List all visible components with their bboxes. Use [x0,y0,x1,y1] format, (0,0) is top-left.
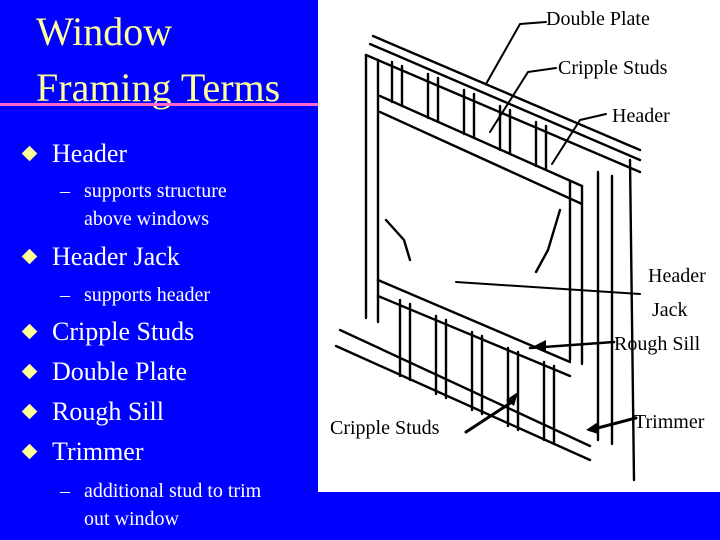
label-double-plate: Double Plate [546,8,650,30]
bottom-plate-line-1 [338,328,592,448]
bullet-list: Header – supports structure above window… [0,0,318,540]
bullet-header-jack-label: Header Jack [52,242,180,271]
bullet-trimmer-label: Trimmer [52,437,144,466]
arrowhead-rough-sill [534,340,546,352]
bullet-header: Header [21,139,128,169]
double-plate-line-2 [371,34,642,152]
label-cripple-studs-bottom: Cripple Studs [330,417,440,439]
leader-cripple-studs-bottom [464,400,514,434]
bullet-cripple-studs-label: Cripple Studs [52,317,195,346]
bottom-cripple-stud-4 [506,346,520,432]
opening-corner-left [384,218,412,262]
bullet-rough-sill-label: Rough Sill [52,397,164,426]
top-cripple-stud-1 [390,60,404,108]
label-trimmer: Trimmer [634,411,705,433]
diamond-bullet-icon [21,403,38,420]
bullet-rough-sill: Rough Sill [21,397,164,427]
header-bottom [378,110,584,206]
label-rough-sill: Rough Sill [614,333,701,355]
title-line-1: Window [36,9,173,54]
header-top [378,94,584,188]
bullet-header-jack: Header Jack [21,242,180,272]
wall-frame-drawing [334,21,642,482]
title-line-2: Framing Terms [36,65,281,110]
leader-header-jack [455,281,641,295]
bullet-trimmer: Trimmer [21,437,144,467]
diamond-bullet-icon [21,145,38,162]
double-plate-line-1 [368,42,642,162]
label-header-jack-line-1: Header [648,265,706,287]
label-header-jack-line-2: Jack [652,299,688,321]
diamond-bullet-icon [21,323,38,340]
arrowhead-cripple-studs [506,392,518,406]
rough-sill-bottom [376,294,572,378]
slide-title: Window Framing Terms [36,4,280,116]
bottom-cripple-stud-1 [398,298,412,382]
bullet-header-jack-desc-text: supports header [84,284,211,306]
wall-edge-right [628,158,636,482]
leader-cripple-studs-top [489,67,557,133]
top-cripple-stud-4 [498,104,512,156]
arrowhead-trimmer [586,422,598,434]
bullet-header-jack-desc: – supports header [60,284,211,306]
right-king-stud [596,170,614,446]
bottom-plate-line-2 [334,344,592,462]
top-cripple-stud-3 [462,88,476,140]
leader-header [551,113,607,165]
rough-sill-top [376,278,572,364]
double-plate-line-3 [364,53,642,174]
bullet-trimmer-desc-line-1: additional stud to trim [84,480,262,502]
bullet-trimmer-desc-line-2: out window [84,508,179,530]
diamond-bullet-icon [21,363,38,380]
bullet-header-desc-line-1: supports structure [84,180,227,202]
top-cripple-stud-2 [426,72,440,124]
leader-double-plate [485,21,547,85]
right-trimmer [568,180,584,366]
bottom-cripple-stud-5 [542,360,556,446]
bottom-cripple-stud-3 [470,330,484,416]
opening-corner-right [534,208,562,274]
label-header: Header [612,105,670,127]
title-rule [0,103,320,106]
bullet-trimmer-desc: – additional stud to trim out window [60,477,262,533]
bullet-double-plate: Double Plate [21,357,188,387]
bottom-cripple-stud-2 [434,314,448,400]
label-cripple-studs-top: Cripple Studs [558,57,668,79]
bullet-header-desc: – supports structure above windows [60,177,227,233]
bullet-double-plate-label: Double Plate [52,357,188,386]
bullet-cripple-studs: Cripple Studs [21,317,195,347]
bullet-header-label: Header [52,139,128,168]
framing-diagram: Double Plate Cripple Studs Header Header… [318,0,720,492]
diamond-bullet-icon [21,443,38,460]
diamond-bullet-icon [21,248,38,265]
top-cripple-stud-5 [534,120,548,172]
bullet-header-desc-line-2: above windows [84,208,209,230]
